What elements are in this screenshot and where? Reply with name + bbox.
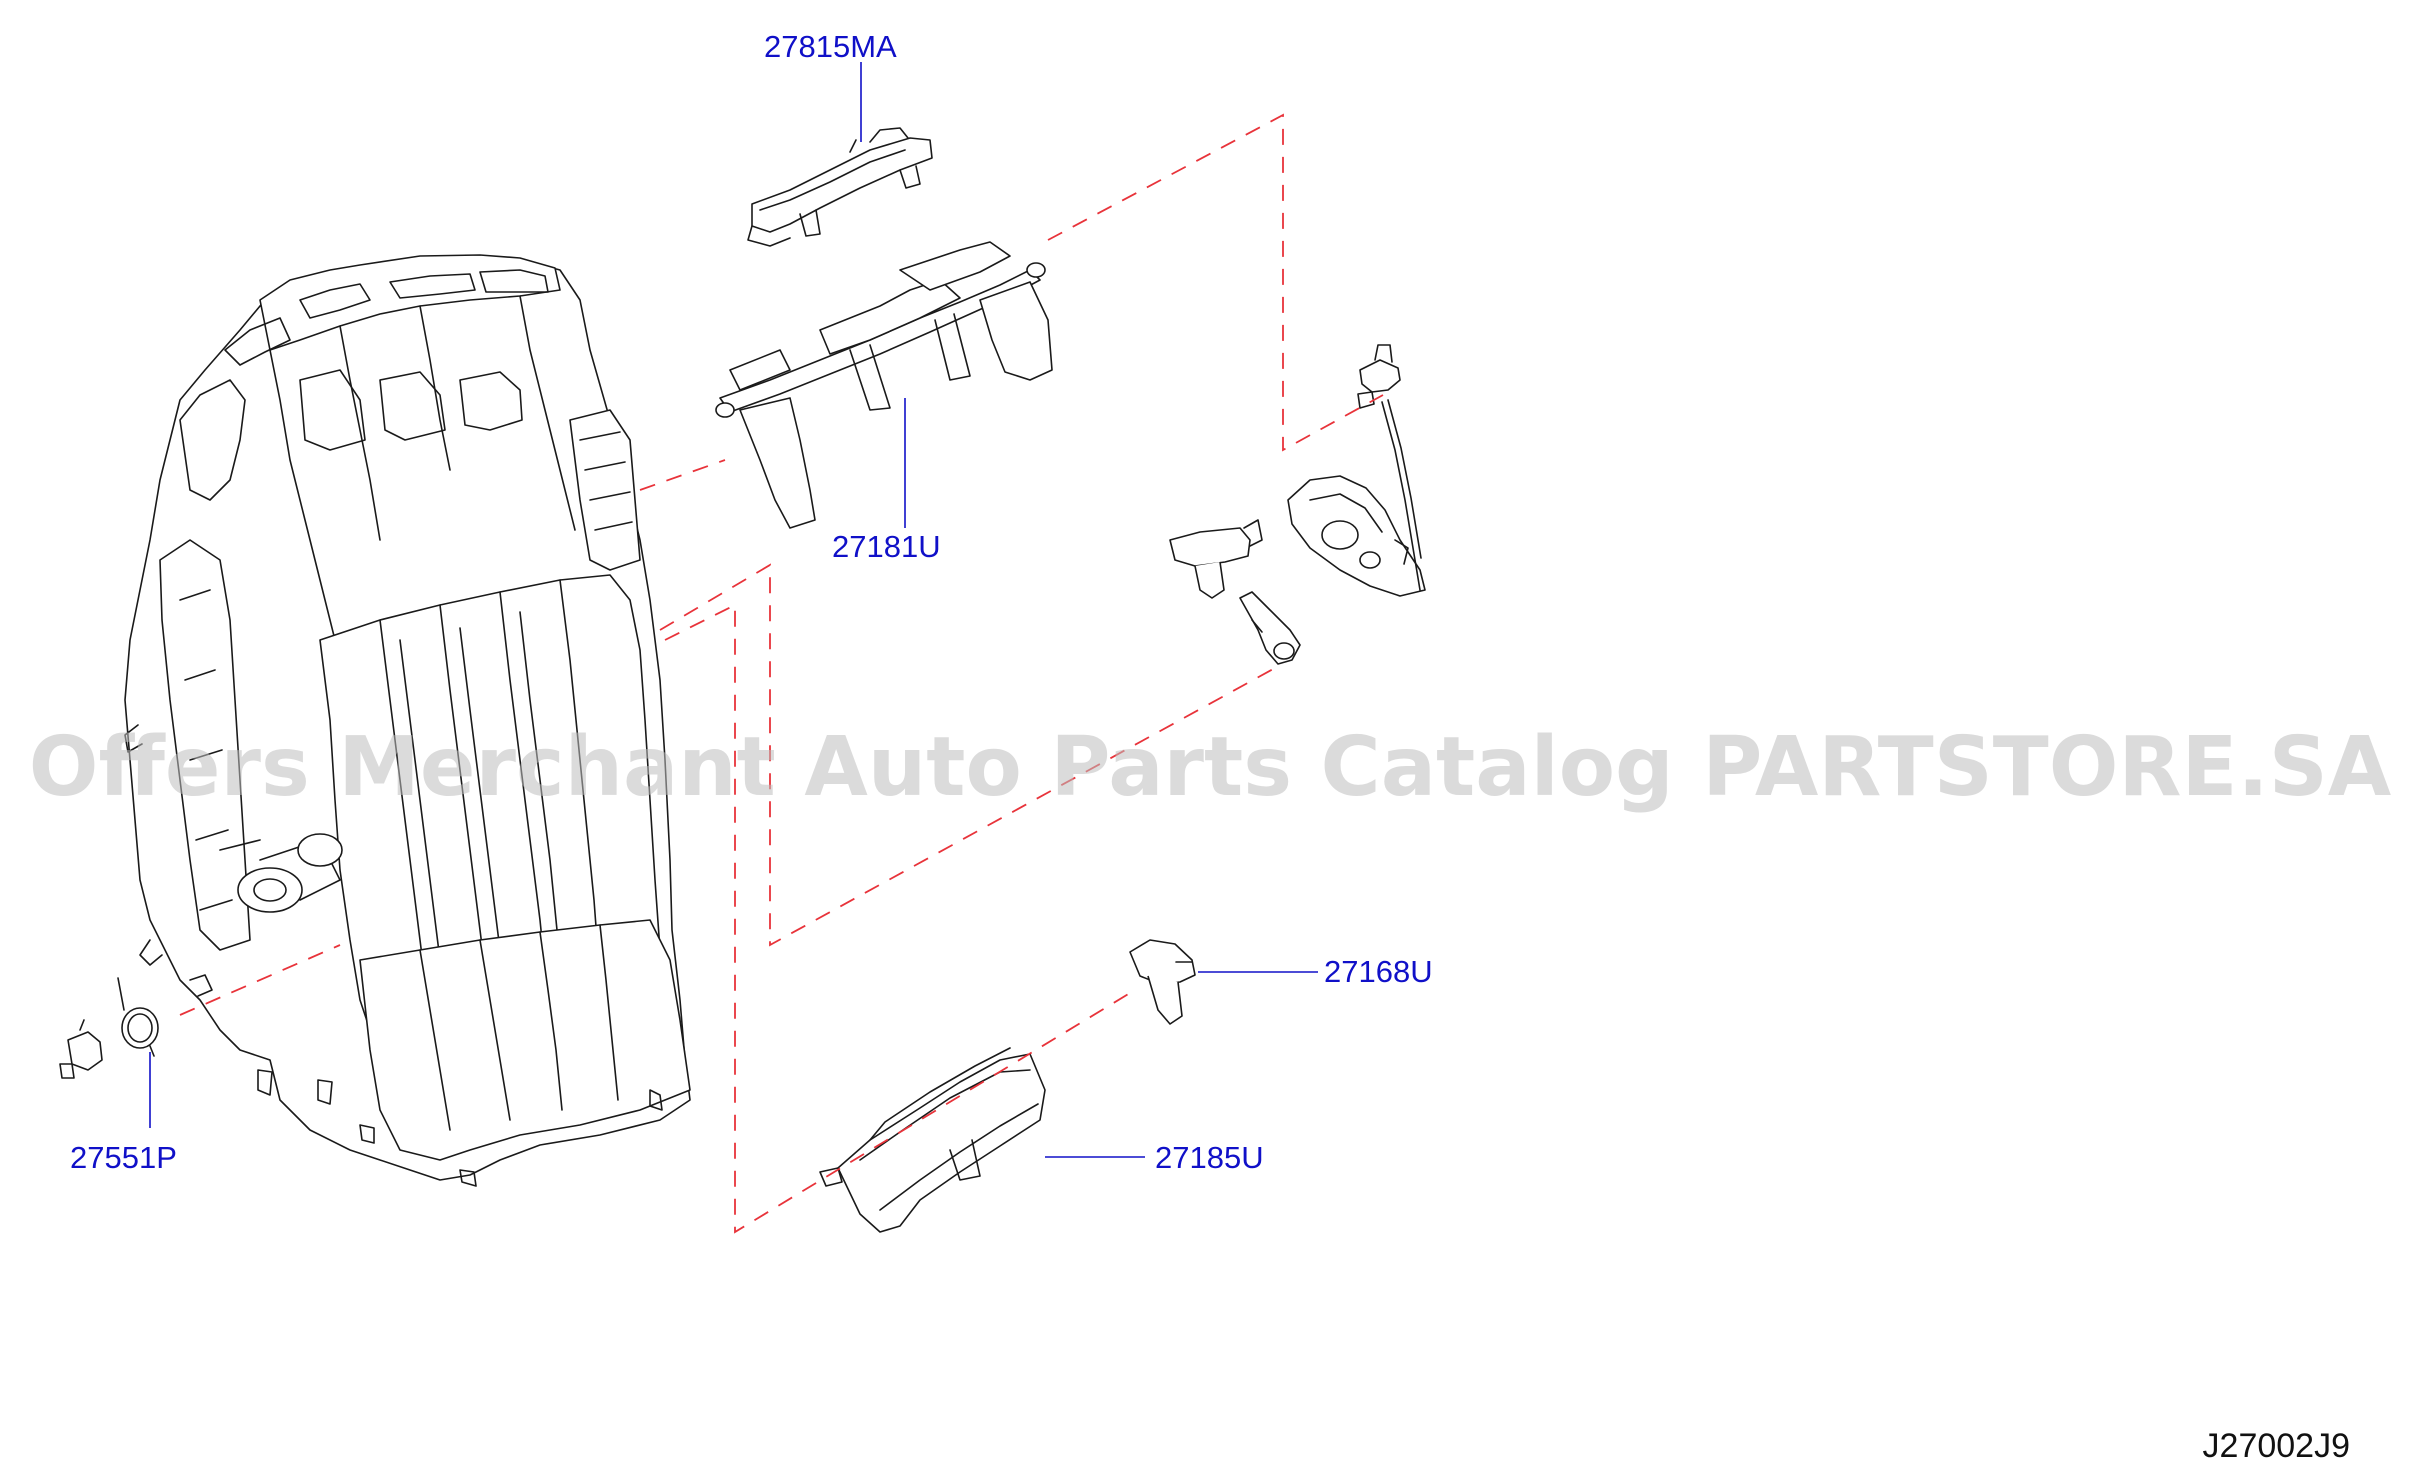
callout-27815MA[interactable]: 27815MA bbox=[764, 29, 897, 64]
part-27168U-drawing bbox=[1129, 939, 1196, 1025]
callout-27185U[interactable]: 27185U bbox=[1155, 1140, 1264, 1175]
callout-27551P[interactable]: 27551P bbox=[70, 1140, 177, 1175]
diagram-code: J27002J9 bbox=[2203, 1427, 2350, 1465]
part-27181U-drawing bbox=[715, 241, 1053, 529]
part-27815MA-drawing bbox=[747, 127, 933, 247]
part-27551P-drawing bbox=[59, 977, 159, 1079]
heater-unit-housing bbox=[124, 254, 691, 1187]
watermark-text: Offers Merchant Auto Parts Catalog PARTS… bbox=[29, 720, 2392, 815]
actuator-assembly-drawing bbox=[1169, 344, 1426, 665]
callout-27168U[interactable]: 27168U bbox=[1324, 954, 1433, 989]
callout-27181U[interactable]: 27181U bbox=[832, 529, 941, 564]
assembly-dashed-lines bbox=[179, 113, 1384, 1234]
part-27185U-drawing bbox=[819, 1047, 1046, 1233]
